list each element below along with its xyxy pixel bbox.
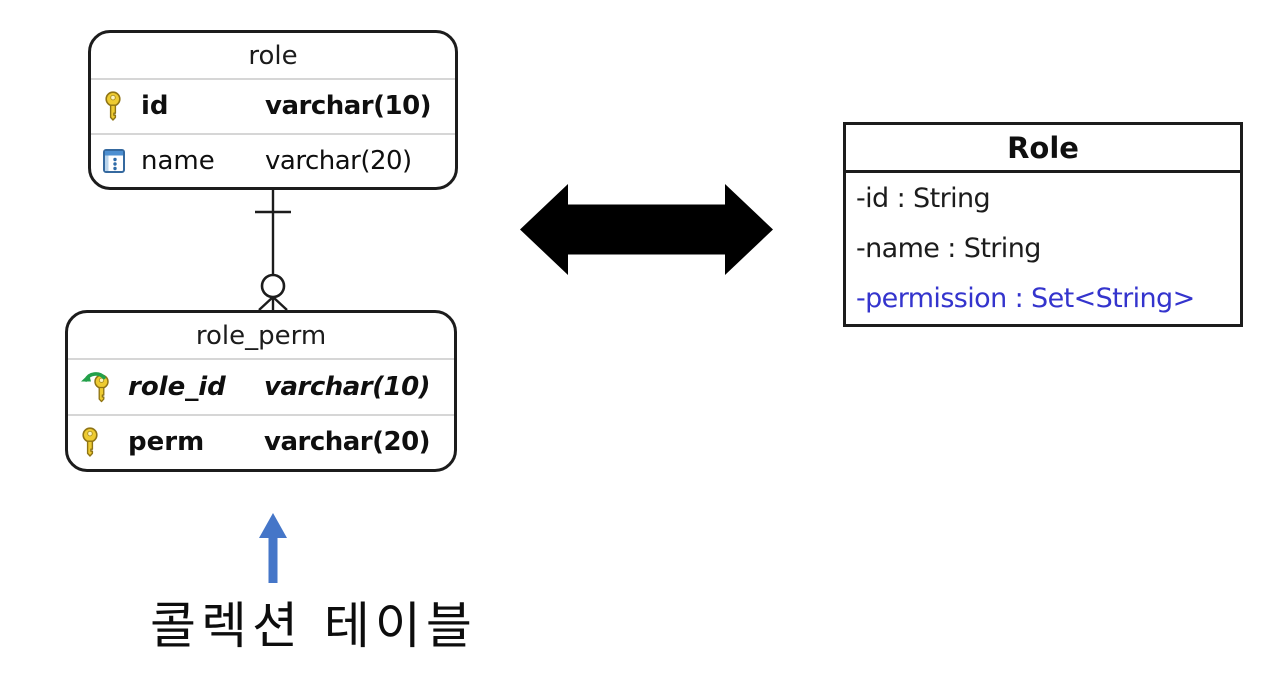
foreign-key-icon	[80, 370, 128, 404]
er-row-perm: perm varchar(20)	[68, 413, 454, 470]
er-row-name: name varchar(20)	[91, 132, 455, 188]
uml-class-role: Role -id : String -name : String -permis…	[843, 122, 1243, 327]
column-type: varchar(20)	[265, 145, 412, 176]
column-name: perm	[128, 427, 205, 458]
up-arrow-icon	[259, 513, 287, 583]
column-name: role_id	[128, 371, 226, 402]
column-type: varchar(10)	[265, 91, 432, 122]
column-name: id	[141, 91, 169, 122]
uml-attribute-id: -id : String	[856, 182, 991, 214]
uml-attribute-name: -name : String	[856, 232, 1041, 264]
primary-key-icon	[80, 427, 128, 457]
er-table-role-perm: role_perm role_id varchar(10)	[65, 310, 457, 472]
double-arrow-icon	[520, 184, 773, 275]
column-icon	[103, 148, 141, 173]
er-table-role: role id varchar(10)	[88, 30, 458, 190]
annotation-collection-table: 콜렉션 테이블	[150, 597, 477, 655]
primary-key-icon	[103, 91, 141, 121]
column-type: varchar(10)	[264, 371, 431, 402]
column-type: varchar(20)	[264, 427, 431, 458]
er-table-role-perm-title: role_perm	[68, 313, 454, 360]
er-row-role-id: role_id varchar(10)	[68, 360, 454, 414]
uml-attribute-permission: -permission : Set<String>	[856, 282, 1195, 314]
uml-class-title: Role	[846, 125, 1240, 173]
column-name: name	[141, 145, 215, 176]
er-table-role-title: role	[91, 33, 455, 80]
er-row-id: id varchar(10)	[91, 80, 455, 133]
